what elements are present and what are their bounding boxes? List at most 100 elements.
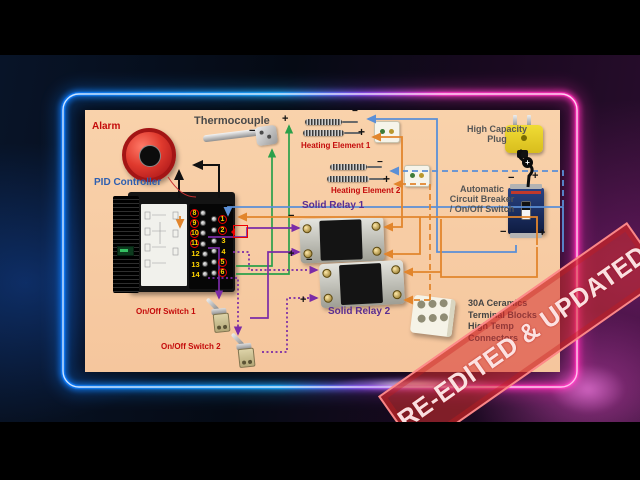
solid-relay-1-label: Solid Relay 1	[302, 200, 365, 211]
terminal-number: 8	[190, 208, 199, 218]
breaker-bottom-minus: −	[500, 226, 507, 238]
switch-body	[212, 312, 231, 334]
breaker-label-line3: / On/Off Switch	[449, 204, 515, 215]
heating-element-1-coil-bottom	[303, 130, 344, 136]
on-off-switch-1-label: On/Off Switch 1	[136, 307, 196, 316]
high-capacity-plug-label: High Capacity Plug	[458, 124, 536, 144]
alarm-label: Alarm	[92, 121, 121, 132]
relay1-minus: −	[288, 210, 295, 222]
thermocouple-minus: −	[249, 125, 256, 137]
terminal-number: 12	[191, 249, 200, 259]
pid-terminal-column-right: 1 2 3 4 5 6	[211, 214, 229, 278]
terminal-row: 12	[190, 249, 208, 259]
terminal-row: 11	[190, 239, 208, 249]
thermocouple-label: Thermocouple	[194, 115, 270, 127]
terminal-screw	[211, 237, 217, 244]
plug-prong	[527, 115, 531, 126]
terminal-row: 1	[211, 214, 229, 225]
terminal-2-highlight-box	[231, 225, 248, 238]
terminal-screw	[211, 248, 217, 255]
heating-element-1-coil-top	[305, 119, 342, 125]
relay2-plus: +	[300, 294, 307, 306]
element2-minus: −	[377, 157, 383, 168]
thermocouple-head	[254, 124, 279, 147]
solid-relay-2	[318, 259, 406, 309]
terminal-number: 10	[190, 228, 199, 238]
pid-controller-side-label	[141, 204, 187, 286]
solid-relay-2-label: Solid Relay 2	[328, 306, 391, 317]
switch-body	[237, 347, 256, 369]
heating-element-2-label: Heating Element 2	[331, 186, 401, 195]
terminal-number: 9	[190, 218, 199, 228]
letterbox-top	[0, 0, 640, 55]
pid-controller-front-bezel	[113, 196, 139, 293]
terminal-row: 9	[190, 218, 208, 228]
circuit-breaker-label: Automatic Circuit Breaker / On/Off Switc…	[438, 184, 526, 214]
relay2-minus: −	[306, 254, 313, 266]
relay-screw	[392, 289, 402, 300]
terminal-row: 14	[190, 269, 208, 279]
terminal-screw	[211, 269, 217, 276]
element1-minus: −	[352, 106, 358, 117]
plug-label-line1: High Capacity	[466, 124, 527, 134]
terminal-screw	[211, 259, 217, 266]
heating-element-2-coil-top	[330, 164, 367, 170]
relay-screw	[323, 293, 333, 304]
breaker-label-line1: Automatic	[459, 184, 504, 194]
heating-element-1-tail-bottom	[344, 132, 361, 134]
terminal-number: 6	[218, 268, 227, 278]
on-off-switch-2	[227, 329, 271, 375]
terminal-screw	[202, 261, 208, 268]
terminal-number: 11	[190, 239, 199, 249]
relay-center	[319, 219, 363, 261]
heating-element-1-label: Heating Element 1	[301, 141, 371, 150]
terminal-row: 8	[190, 208, 208, 218]
terminal-screw	[211, 216, 217, 223]
breaker-top-plus: +	[532, 170, 539, 182]
relay-screw	[322, 268, 332, 279]
pid-controller-display	[117, 246, 134, 256]
relay1-plus: +	[288, 248, 295, 260]
element1-plus: +	[358, 125, 366, 139]
terminal-screw	[200, 240, 206, 247]
pid-terminal-column-left: 8 9 10 11 12 13 14	[190, 208, 208, 279]
terminal-screw	[211, 227, 217, 234]
terminal-number: 2	[218, 225, 227, 235]
terminal-screw	[200, 210, 206, 217]
plug-hole	[521, 135, 527, 141]
relay-center	[338, 262, 384, 306]
terminal-screw	[200, 220, 206, 227]
breaker-label-line2: Circuit Breaker	[449, 194, 515, 205]
terminal-screw	[202, 250, 208, 257]
cable-plus-marker: +	[522, 157, 533, 168]
relay-screw	[372, 246, 382, 256]
terminal-number: 5	[218, 257, 227, 267]
terminal-number: 3	[221, 236, 226, 246]
terminal-number: 4	[221, 246, 226, 256]
element2-plus: +	[383, 172, 391, 186]
alarm-bell	[122, 128, 176, 182]
letterbox-bottom	[0, 422, 640, 480]
pid-controller-label: PID Controller	[94, 177, 162, 188]
on-off-switch-2-label: On/Off Switch 2	[161, 342, 221, 351]
terminal-number: 14	[191, 269, 200, 279]
relay-screw	[371, 221, 381, 231]
breaker-top-minus: −	[508, 172, 515, 184]
terminal-screw	[202, 271, 208, 278]
relay-screw	[391, 264, 401, 275]
ceramic-terminal-block-30a	[409, 294, 457, 338]
relay-screw	[302, 224, 312, 234]
thermocouple-plus: +	[282, 113, 289, 125]
ceramic-connector-2	[404, 165, 430, 187]
alarm-bell-center	[139, 145, 161, 167]
ceramics-label-line1: 30A Ceramics	[468, 298, 528, 308]
terminal-row: 3	[211, 235, 229, 246]
terminal-row: 6	[211, 267, 229, 278]
terminal-row: 13	[190, 259, 208, 269]
terminal-row: 5	[211, 257, 229, 268]
ceramic-connector-1	[374, 121, 400, 143]
heating-element-1-tail-top	[342, 121, 358, 123]
plug-label-line2: Plug	[487, 134, 507, 145]
